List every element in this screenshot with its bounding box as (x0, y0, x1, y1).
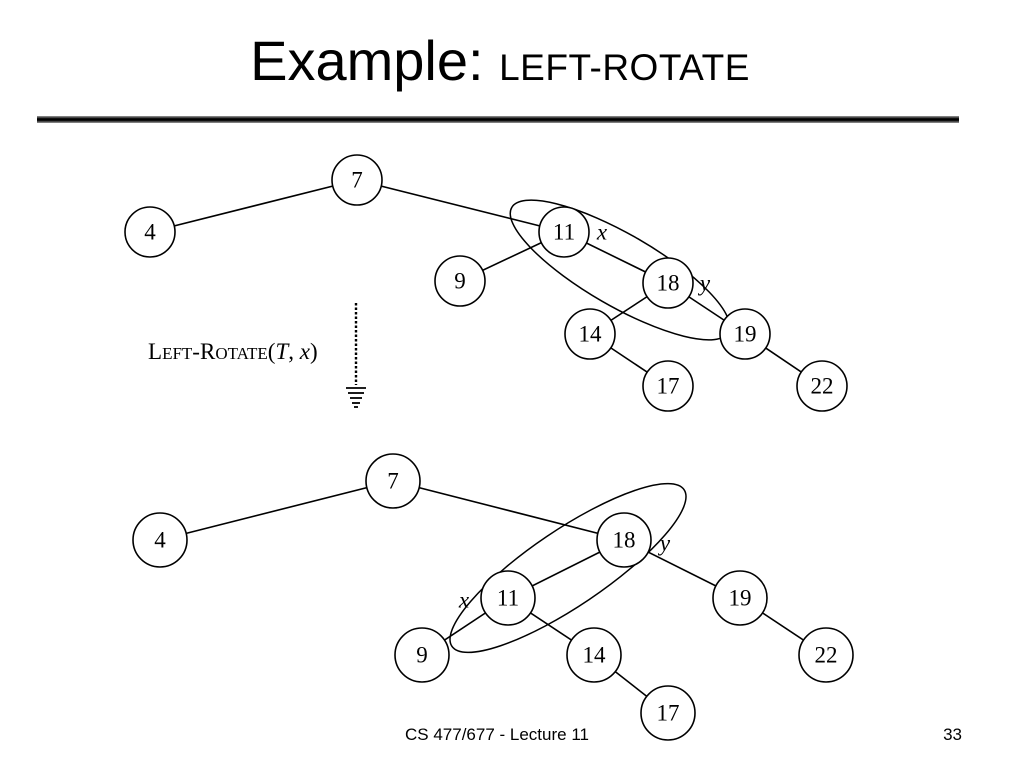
var-x-label: x (458, 588, 470, 613)
node-label: 4 (144, 220, 156, 245)
node-label: 7 (351, 168, 363, 193)
node-label: 7 (387, 469, 399, 494)
op-label-open-paren: ( (267, 339, 276, 364)
tree-node: 18 (596, 512, 652, 568)
tree-node: 7 (365, 453, 421, 509)
node-label: 22 (811, 374, 834, 399)
tree-node: 4 (132, 512, 188, 568)
rotate-down-arrow-icon (346, 303, 366, 408)
node-label: 17 (657, 374, 680, 399)
op-label-close-paren: ) (309, 339, 318, 364)
tree-node: 18 (642, 257, 694, 309)
node-label: 18 (613, 528, 636, 553)
node-label: 18 (657, 271, 680, 296)
op-label-small-caps-otate: OTATE (215, 344, 268, 363)
tree-node: 19 (712, 570, 768, 626)
tree-node: 11 (480, 570, 536, 626)
tree-node: 19 (719, 308, 771, 360)
edge-7-4 (159, 480, 394, 541)
title-main: Example: (250, 29, 500, 92)
var-x-label: x (596, 220, 608, 245)
tree-before-nodes: 7 4 11 9 18 (124, 154, 848, 412)
op-label-arg-t: T (275, 339, 289, 364)
node-label: 14 (583, 643, 607, 668)
node-label: 9 (454, 269, 466, 294)
node-label: 11 (497, 586, 519, 611)
tree-node: 7 (331, 154, 383, 206)
node-label: 22 (815, 643, 838, 668)
op-label-dash: - (192, 339, 200, 364)
op-label-small-caps-eft: EFT (162, 344, 193, 363)
node-label: 9 (416, 643, 428, 668)
node-label: 4 (154, 528, 166, 553)
tree-node: 11 (538, 206, 590, 258)
tree-node: 22 (796, 360, 848, 412)
tree-node: 9 (394, 627, 450, 683)
tree-node: 4 (124, 206, 176, 258)
tree-after-nodes: 7 4 18 11 9 (132, 453, 854, 741)
node-label: 19 (729, 586, 752, 611)
var-y-label: y (698, 271, 711, 296)
rotation-highlight-ellipse (449, 482, 687, 654)
footer-course: CS 477/677 - Lecture 11 (405, 725, 589, 744)
op-label-comma: , (288, 339, 300, 364)
title-rule (37, 116, 959, 123)
op-label-cap-r: R (199, 339, 216, 364)
op-label-arg-x: x (299, 339, 310, 364)
node-label: 11 (553, 220, 575, 245)
node-label: 14 (579, 322, 603, 347)
edge-7-18 (392, 480, 625, 541)
tree-node: 17 (640, 685, 696, 741)
var-y-label: y (658, 531, 671, 556)
tree-node: 14 (566, 627, 622, 683)
operation-label: LEFT-ROTATE(T, x) (148, 339, 318, 365)
tree-node: 17 (642, 360, 694, 412)
edge-7-11 (356, 179, 565, 233)
node-label: 19 (734, 322, 757, 347)
page-number: 33 (943, 725, 962, 744)
tree-node: 22 (798, 627, 854, 683)
tree-after: 7 4 18 11 9 (132, 453, 854, 741)
edge-7-4 (149, 179, 358, 233)
tree-node: 14 (564, 308, 616, 360)
title-operation: LEFT-ROTATE (499, 47, 750, 88)
node-label: 17 (657, 701, 680, 726)
tree-node: 9 (434, 255, 486, 307)
slide-title: Example: LEFT-ROTATE (0, 28, 1000, 93)
op-label-cap-l: L (148, 339, 163, 364)
tree-before: 7 4 11 9 18 (124, 154, 848, 412)
